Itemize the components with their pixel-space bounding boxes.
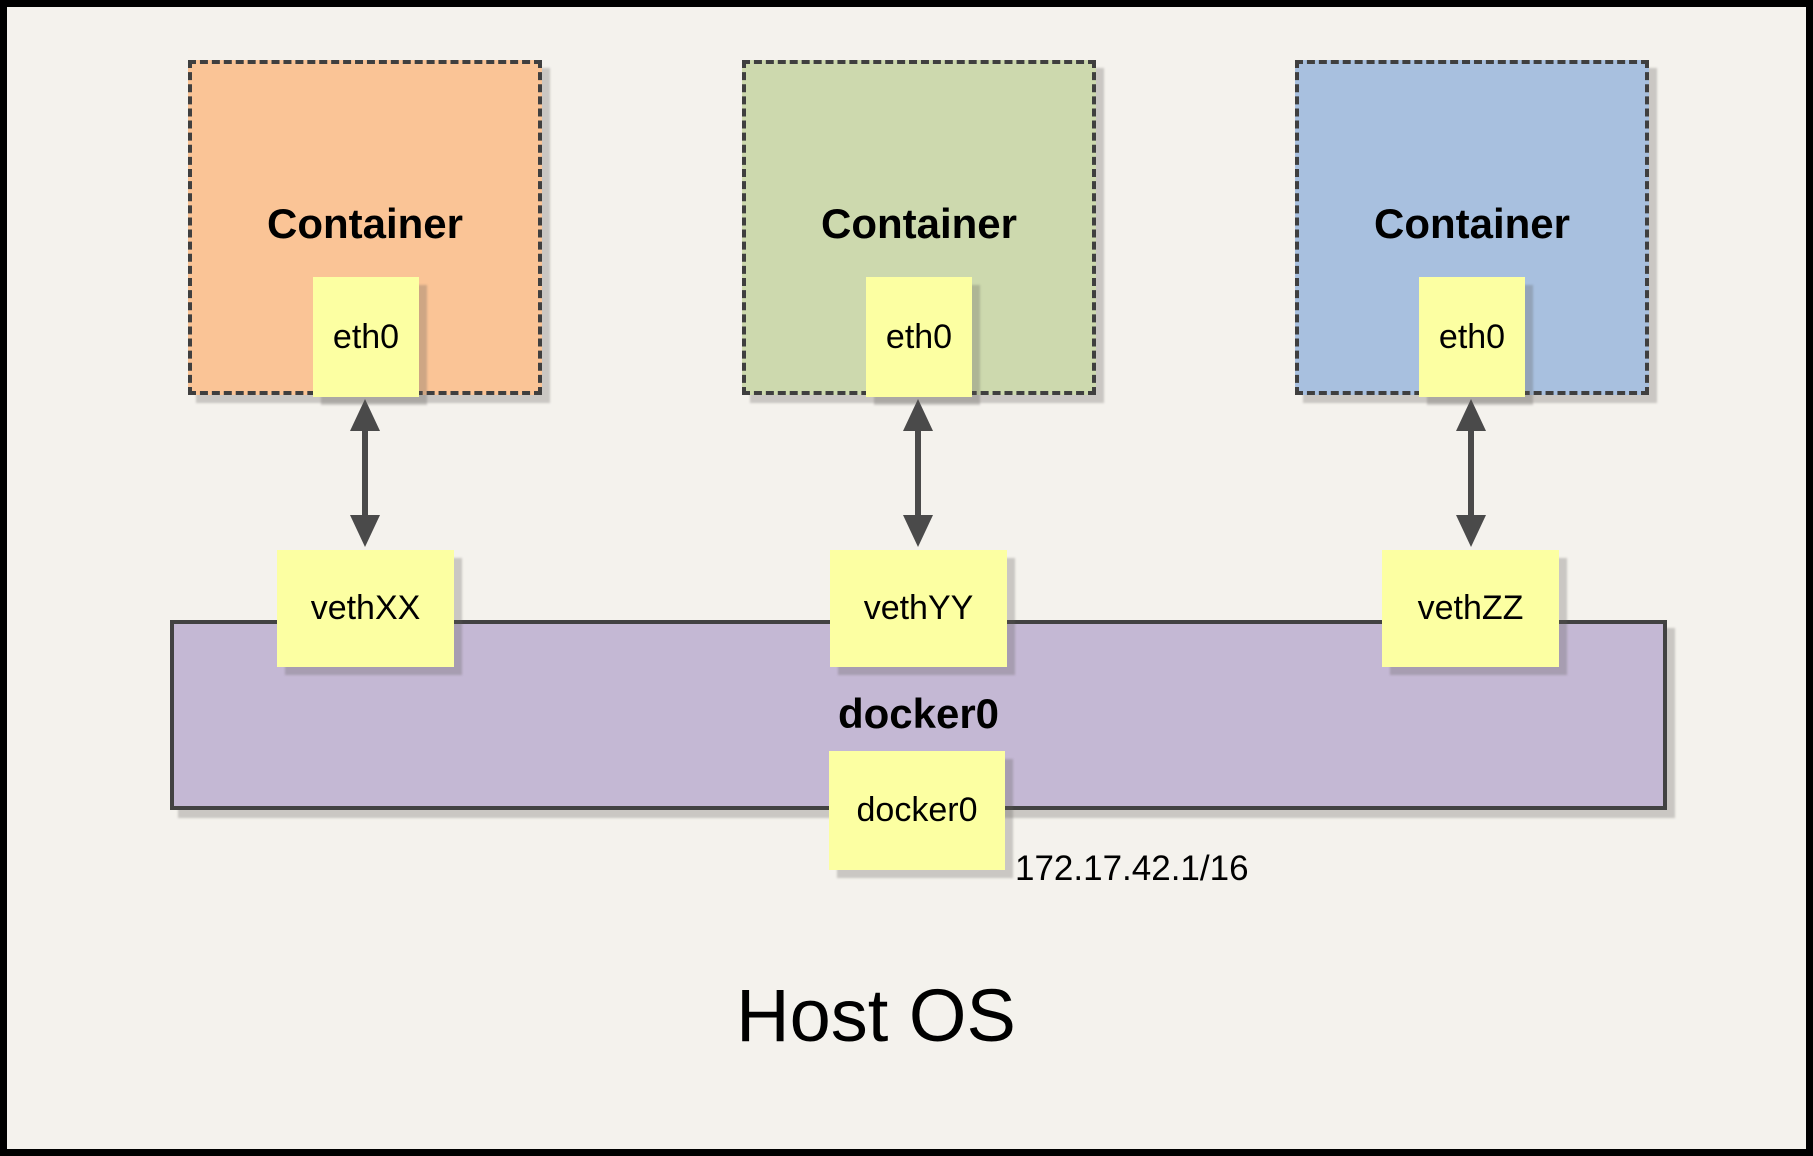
eth0-node-3: eth0 xyxy=(1419,277,1525,397)
container-label: Container xyxy=(266,200,463,247)
arrow-eth0-vethyy xyxy=(903,399,933,547)
container-label: Container xyxy=(820,200,1017,247)
host-os-label: Host OS xyxy=(736,974,1016,1057)
vethzz-node: vethZZ xyxy=(1382,550,1559,667)
docker0-bridge-label: docker0 xyxy=(837,690,1000,737)
arrow-eth0-vethxx xyxy=(350,399,380,547)
docker0-interface-node: docker0 xyxy=(829,751,1005,870)
bridge-ip-label: 172.17.42.1/16 xyxy=(1015,849,1249,888)
container-label: Container xyxy=(1373,200,1570,247)
eth0-node-2: eth0 xyxy=(866,277,972,397)
eth0-node-1: eth0 xyxy=(313,277,419,397)
vethxx-node: vethXX xyxy=(277,550,454,667)
vethyy-node: vethYY xyxy=(830,550,1007,667)
arrow-eth0-vethzz xyxy=(1456,399,1486,547)
